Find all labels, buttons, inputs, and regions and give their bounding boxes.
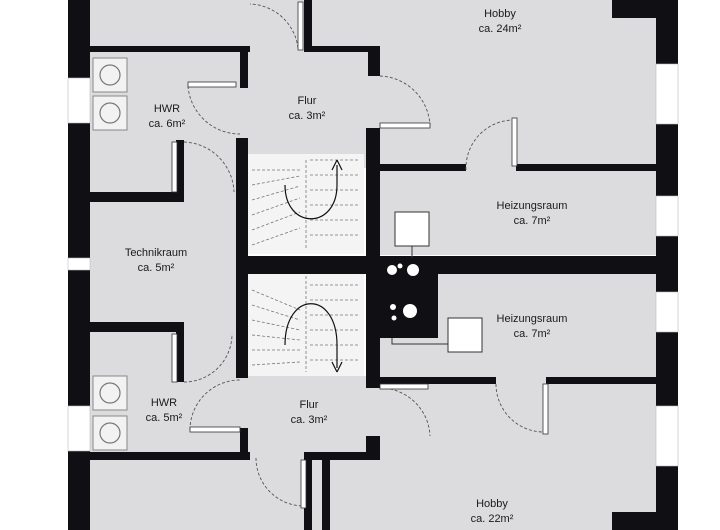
wall-hobby-bottom-inner-v	[322, 456, 330, 530]
wall-left-partition-1	[90, 192, 176, 202]
wall-right-notch-bottom	[612, 512, 660, 530]
wall-stairwell-bottom	[236, 274, 248, 378]
label-hwr-bottom-area: ca. 5m²	[146, 412, 183, 424]
wall-flur-top-left	[240, 52, 248, 88]
window-left-3	[67, 405, 91, 452]
washing-machine-icon	[92, 57, 128, 93]
windows	[67, 63, 679, 467]
dryer-icon	[92, 95, 128, 131]
label-hobby-bottom-area: ca. 22m²	[471, 513, 514, 525]
wall-heizung-top-upper-right	[516, 164, 656, 171]
leaf-7	[189, 426, 241, 433]
wall-heizung-bottom-lower	[380, 377, 496, 384]
wall-flur-bottom-left	[240, 428, 248, 458]
room-labels: Hobby ca. 24m² Flur ca. 3m² HWR ca. 6m² …	[125, 8, 568, 525]
label-heizung-bottom-area: ca. 7m²	[514, 328, 551, 340]
label-flur-top-name: Flur	[298, 95, 317, 107]
door-flur-bottom-right	[379, 387, 431, 437]
stair-arrow-bottom	[331, 361, 343, 373]
wall-chimney-block	[366, 256, 438, 338]
window-right-3	[655, 291, 679, 333]
door-leaves	[171, 1, 549, 509]
stair-arrow-top	[331, 159, 343, 171]
door-flur-bottom-hobby	[255, 457, 305, 507]
wall-hwr-top-right	[176, 140, 184, 202]
wall-hobby-bottom-corner	[304, 452, 380, 460]
floor-right-strip	[380, 380, 660, 460]
boiler-icon	[394, 211, 430, 258]
wall-right-notch-top	[612, 0, 660, 18]
stair-curve-bottom	[284, 303, 338, 368]
wall-flur-top-right-stub	[304, 0, 312, 52]
window-right-4	[655, 405, 679, 467]
stairs	[248, 154, 364, 376]
wall-hwr-bottom-right	[176, 322, 184, 382]
leaf-1	[297, 1, 304, 51]
wall-heizung-bottom-lower-right	[546, 377, 656, 384]
dryer-icon	[92, 415, 128, 451]
wall-right-outer	[656, 0, 678, 530]
label-heizung-bottom-name: Heizungsraum	[497, 313, 568, 325]
floor-flur-bottom	[240, 376, 380, 456]
label-hwr-top-name: HWR	[154, 103, 180, 115]
wall-center-horizontal	[236, 256, 656, 274]
label-hwr-bottom-name: HWR	[151, 397, 177, 409]
label-hwr-top-area: ca. 6m²	[149, 118, 186, 130]
walls	[68, 0, 678, 530]
label-flur-bottom-name: Flur	[300, 399, 319, 411]
door-technik-bottom	[183, 333, 233, 383]
floor-hobby-bottom	[90, 456, 660, 530]
washing-machine-icon	[92, 375, 128, 411]
wall-heizung-top-upper	[380, 164, 466, 171]
leaf-8	[379, 383, 429, 390]
wall-hobby-bottom-upper-left	[90, 452, 250, 460]
window-right-1	[655, 63, 679, 125]
wall-hobby-top-corner	[304, 46, 380, 52]
stair-curve-top	[284, 165, 338, 220]
leaf-6	[171, 333, 178, 383]
label-heizung-top-name: Heizungsraum	[497, 200, 568, 212]
label-hobby-top-name: Hobby	[484, 8, 516, 20]
stair-top	[248, 154, 364, 254]
label-flur-top-area: ca. 3m²	[289, 110, 326, 122]
wall-hobby-top-lower-left	[90, 46, 250, 52]
wall-stairwell-top	[236, 138, 248, 268]
label-technikraum-name: Technikraum	[125, 247, 187, 259]
leaf-5	[171, 141, 178, 193]
leaf-2	[187, 81, 237, 88]
leaf-4	[511, 117, 518, 167]
window-left-1	[67, 77, 91, 124]
wall-left-partition-2	[90, 322, 176, 332]
appliances	[92, 57, 483, 451]
floor-flur-top	[240, 48, 380, 168]
window-right-2	[655, 195, 679, 237]
label-flur-bottom-area: ca. 3m²	[291, 414, 328, 426]
chimney-icon	[387, 263, 419, 321]
label-technikraum-area: ca. 5m²	[138, 262, 175, 274]
window-left-2	[67, 257, 91, 271]
label-hobby-top-area: ca. 24m²	[479, 23, 522, 35]
leaf-10	[300, 459, 307, 509]
wall-hobby-top-corner-v	[368, 46, 380, 76]
wall-flur-bottom-right-stub	[304, 456, 312, 530]
wall-hobby-bottom-corner-v	[366, 436, 380, 460]
boiler-icon	[391, 317, 483, 353]
leaf-3	[379, 122, 431, 129]
doors	[183, 3, 547, 507]
label-heizung-top-area: ca. 7m²	[514, 215, 551, 227]
label-hobby-bottom-name: Hobby	[476, 498, 508, 510]
leaf-9	[542, 383, 549, 435]
door-flur-top-hobby	[249, 3, 299, 49]
